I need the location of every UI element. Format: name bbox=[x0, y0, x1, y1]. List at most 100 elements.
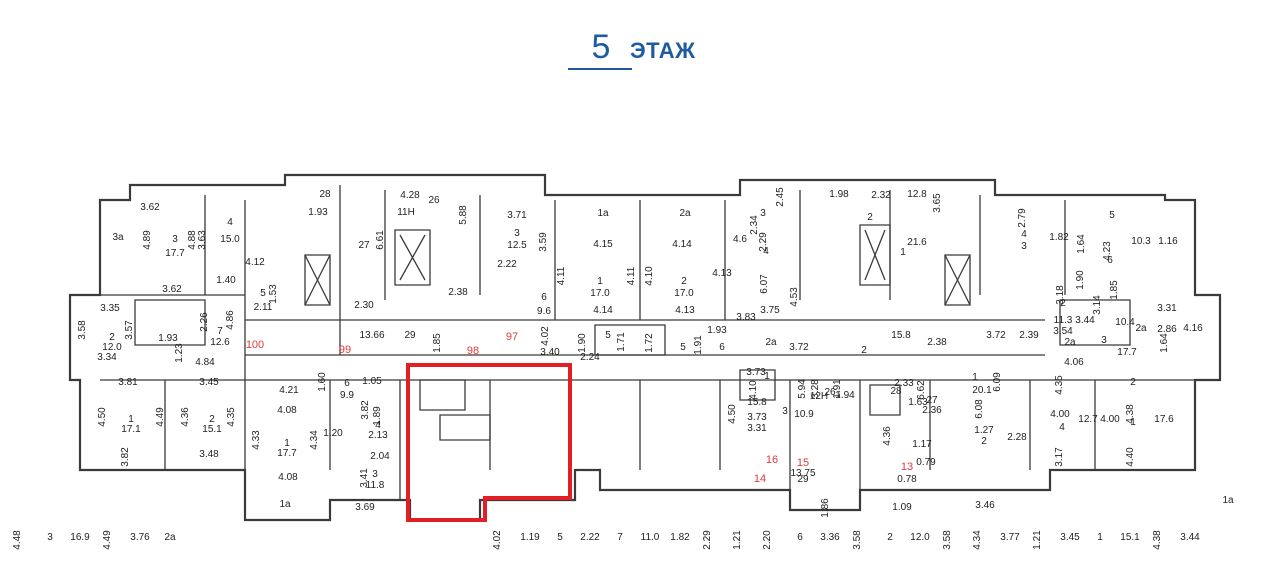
room-label: 5 bbox=[260, 288, 266, 299]
room-label: 3а bbox=[112, 232, 124, 243]
outer-walls bbox=[68, 173, 1222, 522]
room-label: 1.16 bbox=[1158, 236, 1178, 247]
room-label: 1.21 bbox=[732, 530, 743, 550]
room-label: 27 bbox=[926, 395, 938, 406]
room-label: 4.50 bbox=[727, 404, 738, 424]
room-label: 4.13 bbox=[712, 268, 732, 279]
room-label: 3.58 bbox=[852, 530, 863, 550]
room-label: 4.49 bbox=[102, 530, 113, 550]
room-label: 3.72 bbox=[789, 342, 809, 353]
room-label: 3.54 bbox=[1053, 326, 1073, 337]
room-label: 1.98 bbox=[829, 189, 849, 200]
room-label: 15.0 bbox=[220, 234, 240, 245]
room-label: 2.22 bbox=[580, 532, 600, 543]
room-label: 3.63 bbox=[197, 230, 208, 250]
room-label: 4.02 bbox=[540, 326, 551, 346]
room-label: 1.89 bbox=[372, 406, 383, 426]
room-label: 1.86 bbox=[820, 498, 831, 518]
room-label: 26 bbox=[824, 387, 836, 398]
room-label: 1.82 bbox=[670, 532, 690, 543]
room-label: 4 bbox=[1059, 422, 1065, 433]
room-label: 2.29 bbox=[702, 530, 713, 550]
room-label: 2.86 bbox=[1157, 324, 1177, 335]
room-label: 1.72 bbox=[644, 333, 655, 353]
room-label: 17.7 bbox=[277, 448, 297, 459]
room-label: 3.17 bbox=[1054, 447, 1065, 467]
room-label: 4.15 bbox=[593, 239, 613, 250]
room-label: 2.29 bbox=[758, 232, 769, 252]
room-label: 0.79 bbox=[916, 457, 936, 468]
room-label: 1.82 bbox=[1049, 232, 1069, 243]
room-label: 27 bbox=[358, 240, 370, 251]
room-label: 13.66 bbox=[359, 330, 384, 341]
room-label: 4 bbox=[375, 420, 381, 431]
room-label: 12.5 bbox=[507, 240, 527, 251]
room-label: 15.1 bbox=[202, 424, 222, 435]
room-label: 1.93 bbox=[308, 207, 328, 218]
room-label: 1.85 bbox=[432, 333, 443, 353]
room-label: 3.45 bbox=[199, 377, 219, 388]
room-label: 3.46 bbox=[975, 500, 995, 511]
room-label: 1а bbox=[597, 208, 609, 219]
room-label: 3.65 bbox=[932, 193, 943, 213]
room-label: 2 bbox=[887, 532, 893, 543]
room-label: 2.36 bbox=[922, 405, 942, 416]
room-label: 4.00 bbox=[1050, 409, 1070, 420]
highlighted-apartment[interactable] bbox=[406, 363, 572, 522]
room-label: 3.45 bbox=[1060, 532, 1080, 543]
room-label: 6 bbox=[797, 532, 803, 543]
room-label: 99 bbox=[339, 344, 351, 356]
room-label: 1 bbox=[900, 247, 906, 258]
room-label: 3.44 bbox=[1180, 532, 1200, 543]
room-label: 3.76 bbox=[130, 532, 150, 543]
room-label: 1.85 bbox=[1109, 280, 1120, 300]
room-label: 4.38 bbox=[1125, 404, 1136, 424]
room-label: 2.33 bbox=[894, 378, 914, 389]
room-label: 1 bbox=[128, 414, 134, 425]
room-label: 6 bbox=[1107, 255, 1113, 266]
room-label: 100 bbox=[246, 339, 264, 351]
room-label: 4.21 bbox=[279, 385, 299, 396]
room-label: 4.33 bbox=[251, 430, 262, 450]
room-label: 6 bbox=[719, 342, 725, 353]
room-label: 10.9 bbox=[794, 409, 814, 420]
room-label: 17.1 bbox=[121, 424, 141, 435]
room-label: 13 bbox=[901, 461, 913, 473]
room-label: 1.09 bbox=[892, 502, 912, 513]
room-label: 2.79 bbox=[1017, 208, 1028, 228]
room-label: 1.60 bbox=[317, 372, 328, 392]
room-label: 97 bbox=[506, 331, 518, 343]
room-label: 3.71 bbox=[507, 210, 527, 221]
room-label: 2.45 bbox=[775, 187, 786, 207]
room-label: 2 bbox=[981, 436, 987, 447]
room-label: 6 bbox=[541, 292, 547, 303]
room-label: 2.30 bbox=[354, 300, 374, 311]
room-label: 4.10 bbox=[644, 266, 655, 286]
room-label: 4.13 bbox=[675, 305, 695, 316]
room-label: 4 bbox=[1021, 229, 1027, 240]
room-label: 3.69 bbox=[355, 502, 375, 513]
room-label: 3.57 bbox=[124, 320, 135, 340]
room-label: 11.0 bbox=[641, 532, 660, 543]
room-label: 3.75 bbox=[760, 305, 780, 316]
room-label: 1.93 bbox=[707, 325, 727, 336]
room-label: 4.53 bbox=[789, 287, 800, 307]
room-label: 2.39 bbox=[1019, 330, 1039, 341]
room-label: 2а bbox=[765, 337, 777, 348]
room-label: 2а bbox=[1135, 323, 1147, 334]
room-label: 0.78 bbox=[897, 474, 917, 485]
room-label: 4.34 bbox=[972, 530, 983, 550]
room-label: 7 bbox=[217, 326, 223, 337]
room-label: 2.34 bbox=[749, 215, 760, 235]
room-label: 4.84 bbox=[195, 357, 215, 368]
room-label: 1 bbox=[284, 438, 290, 449]
room-label: 2.28 bbox=[1007, 432, 1027, 443]
room-label: 1.64 bbox=[1159, 333, 1170, 353]
room-label: 26 bbox=[428, 195, 440, 206]
room-label: 14 bbox=[754, 473, 766, 485]
room-label: 17.7 bbox=[165, 248, 185, 259]
room-label: 1.27 bbox=[974, 425, 994, 436]
room-label: 17.0 bbox=[590, 288, 610, 299]
